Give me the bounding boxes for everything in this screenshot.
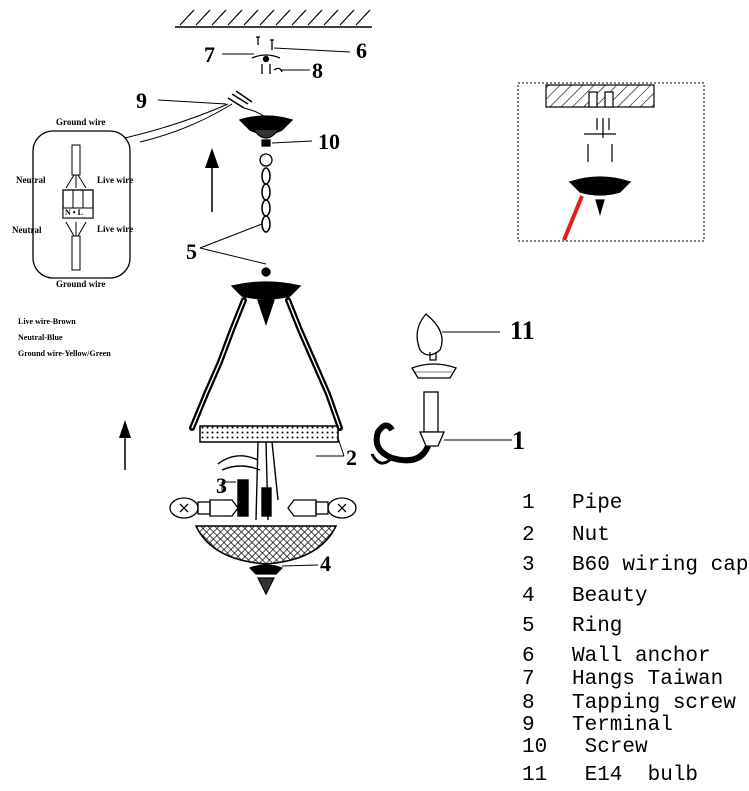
callout-2: 2	[346, 445, 357, 470]
callout-6: 6	[356, 38, 367, 63]
center-wiring	[217, 441, 279, 521]
up-arrow-icon	[205, 148, 219, 212]
part-name: Screw	[572, 736, 648, 759]
part-number: 5	[522, 615, 535, 638]
candle-arm	[370, 313, 512, 465]
part-name: Pipe	[572, 492, 623, 515]
legend-neutral: Neutral-Blue	[18, 333, 63, 342]
ground-wire-label-top: Ground wire	[56, 117, 106, 127]
wiring-inset-frame	[32, 130, 131, 279]
terminal-block-icon	[62, 207, 94, 219]
part-name: Hangs Taiwan	[572, 668, 724, 691]
terminal-letters: N • L	[65, 208, 83, 217]
ground-wire-label-bottom: Ground wire	[56, 279, 106, 289]
callout-7: 7	[204, 42, 215, 67]
part-name: E14 bulb	[572, 764, 699, 787]
side-bulb-left	[169, 497, 239, 519]
live-wire-label-top: Live wire	[97, 175, 134, 185]
part-number: 3	[522, 554, 535, 577]
live-wire-label-bottom: Live wire	[97, 224, 134, 234]
hanging-chain	[261, 167, 271, 233]
legend-live: Live wire-Brown	[18, 317, 76, 326]
terminal-wires	[124, 90, 267, 143]
part-number: 1	[522, 492, 535, 515]
beauty-finial	[248, 564, 319, 596]
part-name: Wall anchor	[572, 645, 711, 668]
legend-ground: Ground wire-Yellow/Green	[18, 349, 111, 358]
ceiling	[175, 9, 372, 28]
callout-8: 8	[312, 58, 323, 83]
side-bulb-right	[287, 497, 357, 519]
part-number: 10	[522, 736, 548, 759]
up-arrow-icon	[119, 420, 131, 470]
callout-5: 5	[186, 239, 197, 264]
side-chains-detail	[191, 299, 341, 429]
ring-leaders	[199, 223, 267, 265]
mount-detail-art	[545, 84, 655, 241]
canopy	[238, 115, 313, 167]
callout-1: 1	[512, 426, 525, 455]
leader-lines-top	[222, 47, 351, 71]
mount-detail-frame	[517, 82, 705, 242]
nut-band	[199, 425, 345, 457]
neutral-label-top: Neutral	[16, 175, 46, 185]
callout-3: 3	[216, 473, 227, 498]
glass-bowl	[194, 525, 338, 565]
callout-11: 11	[510, 316, 535, 345]
part-name: Nut	[572, 524, 610, 547]
part-number: 9	[522, 714, 535, 737]
part-name: Beauty	[572, 585, 648, 608]
part-name: Tapping screw	[572, 692, 736, 715]
callout-10: 10	[318, 129, 340, 154]
callout-4: 4	[320, 551, 331, 576]
neutral-label-bottom: Neutral	[12, 225, 42, 235]
part-name: B60 wiring cap	[572, 554, 749, 577]
part-number: 2	[522, 524, 535, 547]
crown-plate	[230, 267, 302, 327]
part-number: 8	[522, 692, 535, 715]
mounting-hardware	[251, 36, 283, 74]
part-name: Ring	[572, 615, 623, 638]
part-number: 11	[522, 764, 548, 787]
callout-9: 9	[136, 88, 147, 113]
part-name: Terminal	[572, 714, 673, 737]
part-number: 6	[522, 645, 535, 668]
part-number: 7	[522, 668, 535, 691]
part-number: 4	[522, 585, 535, 608]
